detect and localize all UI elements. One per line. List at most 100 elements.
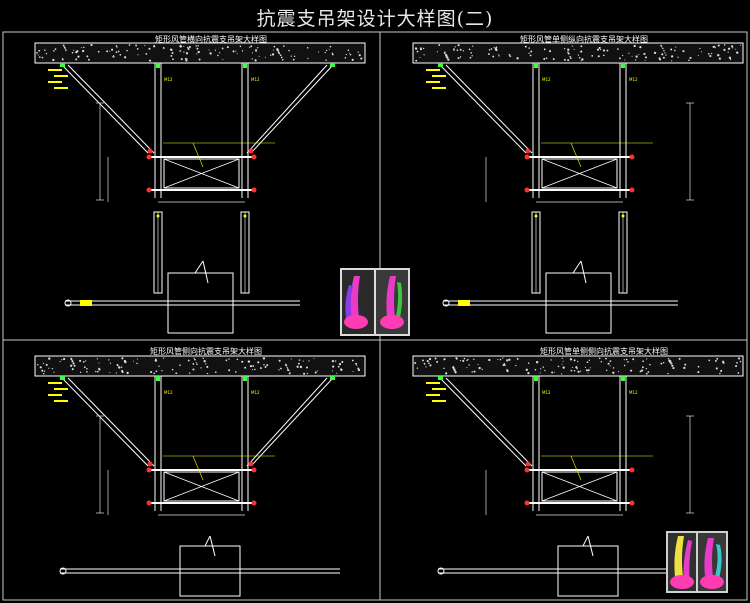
slab-aggregate <box>569 55 571 58</box>
slab-aggregate <box>62 59 64 61</box>
slab-aggregate <box>499 358 502 361</box>
seismic-brace <box>67 64 155 154</box>
slab-aggregate <box>53 371 55 373</box>
slab-aggregate <box>43 373 45 375</box>
slab-aggregate <box>730 45 734 48</box>
slab-aggregate <box>249 365 253 368</box>
thumbnail-image-top <box>340 268 410 336</box>
slab-aggregate <box>454 371 457 374</box>
slab-aggregate <box>355 362 358 365</box>
slab-aggregate <box>625 358 628 361</box>
anchor-marker <box>156 63 160 68</box>
slab-aggregate <box>288 49 290 52</box>
slab-aggregate <box>632 358 635 361</box>
slab-aggregate <box>332 365 335 368</box>
slab-aggregate <box>37 363 39 366</box>
slab-aggregate <box>712 45 715 48</box>
slab-aggregate <box>707 53 710 55</box>
slab-aggregate <box>38 56 41 58</box>
slab-aggregate <box>598 46 601 50</box>
slab-aggregate <box>148 59 152 62</box>
slab-aggregate <box>329 45 332 48</box>
brace-joint-marker <box>525 148 531 154</box>
brace-anchor <box>438 376 443 380</box>
slab-aggregate <box>468 364 470 366</box>
slab-aggregate <box>171 368 174 371</box>
slab-aggregate <box>121 357 124 360</box>
duct-cross <box>541 471 618 502</box>
slab-aggregate <box>73 49 75 51</box>
panel-title-longitudinal: 矩形风管单侧纵向抗震支吊架大样图 <box>520 35 648 44</box>
slab-aggregate <box>235 50 237 52</box>
slab-aggregate <box>543 57 546 60</box>
slab-aggregate <box>52 58 55 62</box>
slab-aggregate <box>276 49 280 52</box>
slab-aggregate <box>194 358 196 361</box>
slab-aggregate <box>457 57 460 60</box>
slab-aggregate <box>509 55 512 58</box>
slab-aggregate <box>446 56 449 59</box>
slab-aggregate <box>293 55 296 58</box>
label-tag <box>54 388 68 390</box>
slab-aggregate <box>699 47 701 50</box>
slab-aggregate <box>187 359 190 362</box>
slab-aggregate <box>516 357 519 360</box>
slab-aggregate <box>109 50 111 52</box>
slab-aggregate <box>462 50 465 52</box>
slab-aggregate <box>488 358 491 362</box>
slab-aggregate <box>502 364 505 367</box>
slab-aggregate <box>126 49 128 52</box>
break-line <box>580 260 587 284</box>
slab-aggregate <box>239 45 242 48</box>
slab-aggregate <box>453 49 455 51</box>
slab-aggregate <box>250 45 253 48</box>
slab-aggregate <box>644 60 646 62</box>
slab-aggregate <box>697 365 700 368</box>
slab-aggregate <box>671 60 673 62</box>
slab-aggregate <box>76 50 79 53</box>
slab-aggregate <box>45 363 48 366</box>
brace-anchor <box>330 63 335 67</box>
slab-aggregate <box>71 360 74 363</box>
slab-aggregate <box>86 371 88 373</box>
slab-aggregate <box>172 58 174 61</box>
slab-aggregate <box>506 370 509 373</box>
slab-aggregate <box>714 359 717 362</box>
slab-aggregate <box>419 57 421 59</box>
slab-aggregate <box>728 56 732 59</box>
slab-aggregate <box>108 359 110 361</box>
slab-aggregate <box>51 368 54 370</box>
slab-aggregate <box>473 358 475 361</box>
slab-aggregate <box>82 361 85 363</box>
slab-aggregate <box>539 372 541 374</box>
slab-aggregate <box>722 361 725 364</box>
slab-aggregate <box>331 360 335 363</box>
slab-aggregate <box>195 362 197 364</box>
slab-aggregate <box>306 372 309 375</box>
slab-aggregate <box>428 357 432 361</box>
slab-aggregate <box>183 51 185 53</box>
slab-aggregate <box>97 50 100 53</box>
brace-anchor <box>60 63 65 67</box>
slab-aggregate <box>662 361 665 364</box>
slab-aggregate <box>688 59 690 62</box>
slab-aggregate <box>79 359 82 362</box>
anchor-marker <box>534 63 538 68</box>
slab-aggregate <box>135 44 138 47</box>
slab-aggregate <box>718 57 721 60</box>
slab-aggregate <box>668 360 672 363</box>
slab-aggregate <box>161 370 163 372</box>
slab-aggregate <box>203 360 206 363</box>
seismic-brace <box>445 64 533 154</box>
slab-aggregate <box>113 55 115 57</box>
rod-nut <box>243 214 247 218</box>
slab-aggregate <box>428 362 430 365</box>
slab-aggregate <box>571 366 573 368</box>
pipe-fitting <box>80 300 92 306</box>
slab-aggregate <box>561 357 563 359</box>
slab-aggregate <box>716 357 719 360</box>
slab-aggregate <box>581 58 584 61</box>
seismic-brace <box>246 64 328 154</box>
slab-aggregate <box>109 362 112 364</box>
slab-aggregate <box>462 359 465 362</box>
